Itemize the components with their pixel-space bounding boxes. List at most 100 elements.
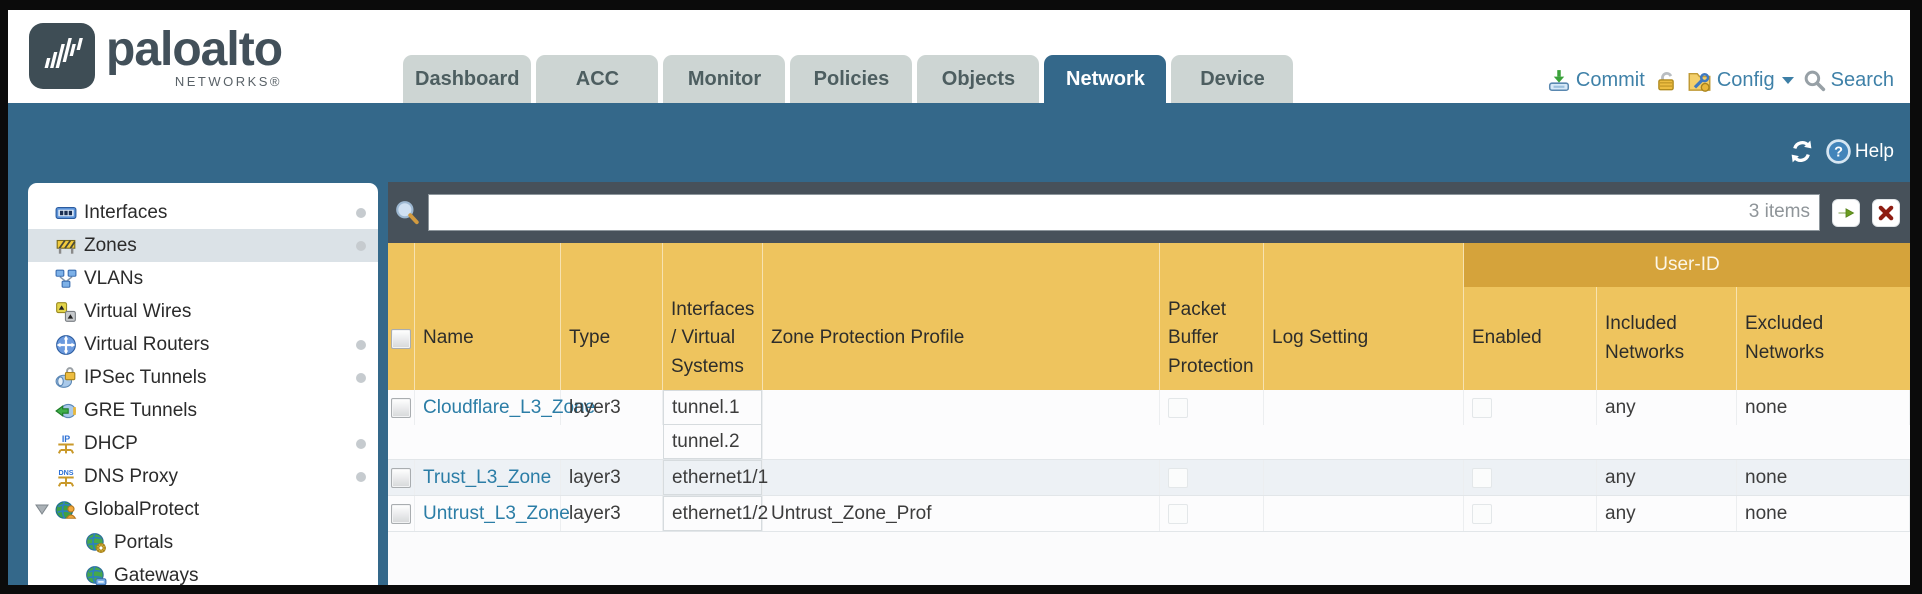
row-checkbox[interactable]	[391, 467, 411, 488]
refresh-icon[interactable]	[1788, 138, 1815, 165]
sidebar-item-ipsec-tunnels[interactable]: IPSec Tunnels	[28, 361, 378, 394]
help-button[interactable]: ? Help	[1825, 138, 1894, 165]
config-button[interactable]: Config	[1687, 68, 1794, 93]
sidebar-item-dns-proxy[interactable]: DNS DNS Proxy	[28, 460, 378, 493]
user-id-enabled-checkbox	[1472, 467, 1492, 488]
select-all-checkbox[interactable]	[391, 328, 411, 349]
paloalto-logo: paloalto NETWORKS®	[28, 22, 283, 90]
svg-text:IP: IP	[62, 433, 70, 443]
tab-monitor[interactable]: Monitor	[663, 55, 786, 103]
row-checkbox-cell	[388, 496, 415, 531]
excluded-networks-cell: none	[1737, 496, 1910, 531]
packet-buffer-cell	[1160, 390, 1264, 425]
status-dot	[356, 471, 366, 482]
tab-objects[interactable]: Objects	[917, 55, 1040, 103]
sidebar-item-zones[interactable]: Zones	[28, 229, 378, 262]
sidebar-item-label: Gateways	[114, 564, 199, 586]
excluded-networks-cell: none	[1737, 390, 1910, 425]
zone-name-link[interactable]: Trust_L3_Zone	[423, 466, 552, 488]
virtual-routers-icon	[56, 334, 76, 355]
row-checkbox-cell	[388, 460, 415, 495]
column-header-zone-protection[interactable]: Zone Protection Profile	[763, 243, 1160, 390]
sidebar-item-portals[interactable]: Portals	[28, 526, 378, 559]
column-header-type[interactable]: Type	[561, 243, 663, 390]
user-id-enabled-cell	[1464, 496, 1597, 531]
sidebar-item-virtual-routers[interactable]: Virtual Routers	[28, 328, 378, 361]
tab-dashboard[interactable]: Dashboard	[403, 55, 532, 103]
sidebar-item-label: Portals	[114, 531, 174, 553]
search-icon	[1804, 70, 1825, 92]
filter-input[interactable]	[428, 194, 1820, 231]
zone-name-link[interactable]: Cloudflare_L3_Zone	[423, 396, 596, 418]
chevron-down-icon	[1781, 77, 1794, 84]
sidebar-item-label: VLANs	[84, 267, 144, 289]
svg-text:DNS: DNS	[58, 468, 73, 476]
tab-acc[interactable]: ACC	[536, 55, 659, 103]
sidebar-item-gre-tunnels[interactable]: GRE Tunnels	[28, 394, 378, 427]
interface-entry: ethernet1/1	[663, 460, 768, 495]
zones-icon	[56, 239, 76, 254]
log-setting-cell	[1264, 496, 1464, 531]
tab-policies[interactable]: Policies	[790, 55, 913, 103]
clear-filter-button[interactable]	[1872, 198, 1900, 227]
sidebar-item-label: Zones	[84, 234, 137, 256]
dns-proxy-icon: DNS	[57, 468, 75, 487]
zones-main-panel: 3 items Name Type Interfaces	[388, 182, 1910, 585]
commit-label: Commit	[1575, 69, 1645, 91]
zone-type-cell: layer3	[561, 496, 663, 531]
packet-buffer-cell	[1160, 460, 1264, 495]
items-count: 3 items	[1748, 201, 1810, 222]
sidebar-item-label: Virtual Wires	[84, 300, 192, 322]
globalprotect-icon	[55, 500, 77, 519]
column-header-excluded-networks[interactable]: Excluded Networks	[1745, 313, 1825, 363]
included-networks-cell: any	[1597, 390, 1737, 425]
sidebar-item-label: IPSec Tunnels	[84, 366, 207, 388]
filter-search-icon	[396, 200, 419, 224]
table-row: Cloudflare_L3_Zone layer3 tunnel.1 tunne…	[388, 390, 1910, 460]
tab-device[interactable]: Device	[1171, 55, 1294, 103]
column-header-name[interactable]: Name	[415, 243, 561, 390]
status-dot	[356, 207, 366, 218]
log-setting-cell	[1264, 390, 1464, 425]
search-button[interactable]: Search	[1803, 69, 1894, 92]
column-header-enabled[interactable]: Enabled	[1464, 287, 1597, 390]
sidebar-item-vlans[interactable]: VLANs	[28, 262, 378, 295]
row-checkbox[interactable]	[391, 503, 411, 524]
config-label: Config	[1716, 69, 1775, 91]
column-header-included-networks[interactable]: Included Networks	[1597, 287, 1737, 390]
zone-type-cell: layer3	[561, 390, 663, 425]
sidebar-item-globalprotect[interactable]: GlobalProtect	[28, 493, 378, 526]
commit-button[interactable]: Commit	[1547, 69, 1645, 93]
portals-icon	[86, 532, 106, 553]
sidebar-item-dhcp[interactable]: IP DHCP	[28, 427, 378, 460]
paloalto-logo-icon	[29, 23, 95, 89]
help-icon: ?	[1826, 139, 1851, 164]
user-id-enabled-checkbox	[1472, 397, 1492, 418]
column-header-log-setting[interactable]: Log Setting	[1264, 243, 1464, 390]
packet-buffer-cell	[1160, 496, 1264, 531]
packet-buffer-checkbox	[1168, 397, 1188, 418]
gre-tunnels-icon	[55, 403, 76, 418]
user-id-enabled-checkbox	[1472, 503, 1492, 524]
app-window: paloalto NETWORKS® Dashboard ACC Monitor…	[8, 10, 1910, 585]
sidebar-item-label: DHCP	[84, 432, 138, 454]
zone-name-link[interactable]: Untrust_L3_Zone	[423, 502, 570, 524]
apply-filter-button[interactable]	[1832, 198, 1860, 227]
row-checkbox[interactable]	[391, 397, 411, 418]
sidebar-item-interfaces[interactable]: Interfaces	[28, 196, 378, 229]
commit-icon	[1548, 69, 1569, 91]
log-setting-cell	[1264, 460, 1464, 495]
excluded-networks-cell: none	[1737, 460, 1910, 495]
sidebar-item-gateways[interactable]: Gateways	[28, 559, 378, 585]
interfaces-cell: ethernet1/2	[663, 496, 768, 531]
config-icon	[1688, 72, 1711, 92]
interfaces-cell: ethernet1/1	[663, 460, 768, 495]
help-label: Help	[1854, 140, 1894, 162]
column-header-interfaces[interactable]: Interfaces / Virtual Systems	[663, 243, 763, 390]
tab-network[interactable]: Network	[1044, 55, 1167, 103]
sidebar-item-virtual-wires[interactable]: Virtual Wires	[28, 295, 378, 328]
green-arrow-icon	[1838, 207, 1855, 218]
column-header-packet-buffer[interactable]: Packet Buffer Protection	[1160, 243, 1264, 390]
lock-icon[interactable]	[1654, 69, 1678, 93]
expand-triangle-icon[interactable]	[35, 503, 49, 517]
